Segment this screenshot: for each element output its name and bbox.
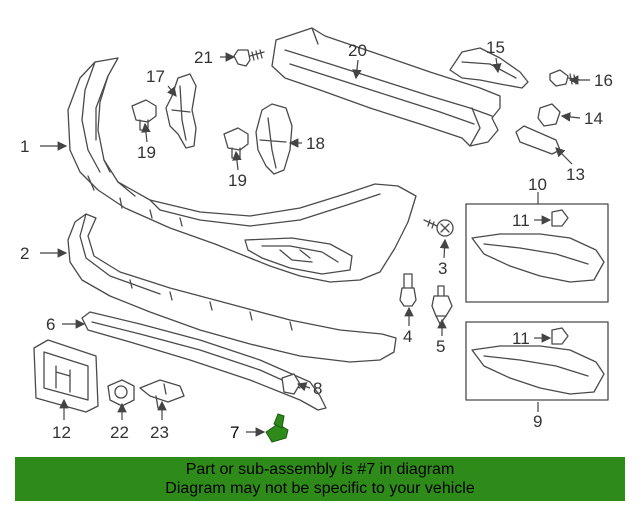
molding-strip-part — [81, 311, 327, 411]
label-part-11a: 11 — [512, 211, 530, 230]
label-part-5: 5 — [436, 337, 445, 356]
fog-light-lower-box — [465, 321, 609, 401]
label-part-3: 3 — [438, 259, 447, 278]
bracket-23-part — [139, 379, 185, 409]
left-bracket-part — [165, 73, 197, 149]
label-part-19b: 19 — [228, 171, 247, 190]
label-part-12: 12 — [52, 423, 71, 442]
spacer-13-part — [515, 125, 561, 155]
fitment-notice-banner: Part or sub-assembly is #7 in diagram Di… — [15, 457, 625, 501]
label-part-11b: 11 — [512, 329, 530, 348]
label-part-21: 21 — [194, 48, 213, 67]
label-part-18: 18 — [306, 134, 325, 153]
label-part-4: 4 — [403, 327, 412, 346]
label-part-8: 8 — [313, 379, 322, 398]
label-part-19a: 19 — [137, 143, 156, 162]
label-part-15: 15 — [486, 38, 505, 57]
label-part-16: 16 — [594, 71, 613, 90]
screw-7-part — [265, 413, 289, 443]
clip-5-part — [431, 285, 453, 325]
bolt-16-part — [549, 69, 581, 87]
notice-line-part: Part or sub-assembly is #7 in diagram — [185, 461, 455, 478]
reinforcement-beam-part — [271, 27, 501, 147]
label-part-17: 17 — [146, 67, 165, 86]
bumper-cover-part — [67, 57, 417, 283]
bracket-15-part — [449, 47, 529, 89]
label-part-20: 20 — [348, 41, 367, 60]
part-labels: 1 2 6 7 8 12 22 23 19 19 17 18 21 20 15 … — [20, 38, 613, 442]
notice-line-disclaimer: Diagram may not be specific to your vehi… — [165, 480, 475, 497]
label-part-14: 14 — [584, 109, 603, 128]
label-part-6: 6 — [46, 315, 55, 334]
right-bracket-part — [255, 103, 293, 175]
fog-light-upper-box — [465, 203, 609, 303]
label-part-22: 22 — [110, 423, 129, 442]
leader-lines — [40, 52, 590, 437]
screw-3-part — [423, 219, 454, 237]
label-part-1: 1 — [20, 137, 29, 156]
label-part-13: 13 — [566, 165, 585, 184]
clip-19a-part — [131, 99, 157, 131]
label-part-23: 23 — [150, 423, 169, 442]
label-part-2: 2 — [20, 244, 29, 263]
sensor-22-part — [107, 379, 135, 407]
license-bracket-part — [33, 339, 99, 413]
nut-14-part — [537, 103, 561, 127]
lower-cover-part — [67, 213, 397, 363]
bolt-21-part — [233, 49, 265, 67]
label-part-9: 9 — [533, 412, 542, 431]
label-part-7: 7 — [230, 423, 239, 442]
clip-4-part — [399, 273, 417, 307]
label-part-10: 10 — [528, 175, 547, 194]
